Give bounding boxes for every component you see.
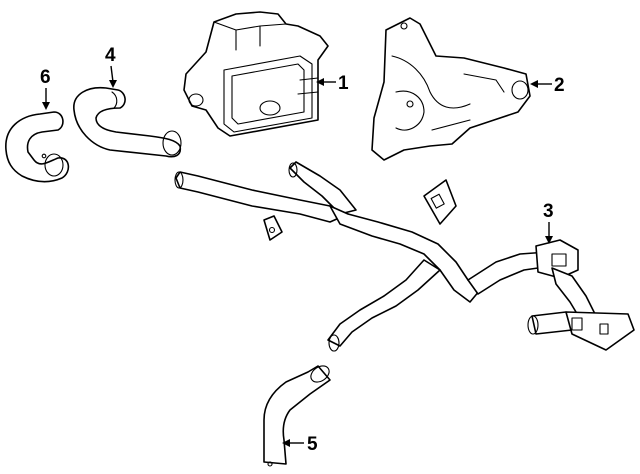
hose-5[interactable] (263, 363, 332, 467)
callout-3-label: 3 (543, 201, 554, 222)
callout-1: 1 (316, 73, 349, 94)
callout-2-label: 2 (554, 75, 565, 96)
callout-6: 6 (40, 67, 51, 110)
callout-5: 5 (282, 434, 318, 455)
callout-6-label: 6 (40, 67, 51, 88)
callout-3: 3 (543, 201, 554, 244)
bracket-2[interactable] (371, 17, 531, 161)
callout-4: 4 (105, 45, 117, 88)
callout-1-label: 1 (338, 73, 349, 94)
valve-assembly-1[interactable] (183, 11, 329, 137)
hose-4[interactable] (73, 86, 182, 158)
callout-4-label: 4 (105, 45, 116, 66)
pipe-assembly-3[interactable] (174, 161, 635, 352)
callout-2: 2 (530, 75, 565, 96)
callout-5-label: 5 (307, 434, 318, 455)
hose-6[interactable] (5, 111, 70, 183)
